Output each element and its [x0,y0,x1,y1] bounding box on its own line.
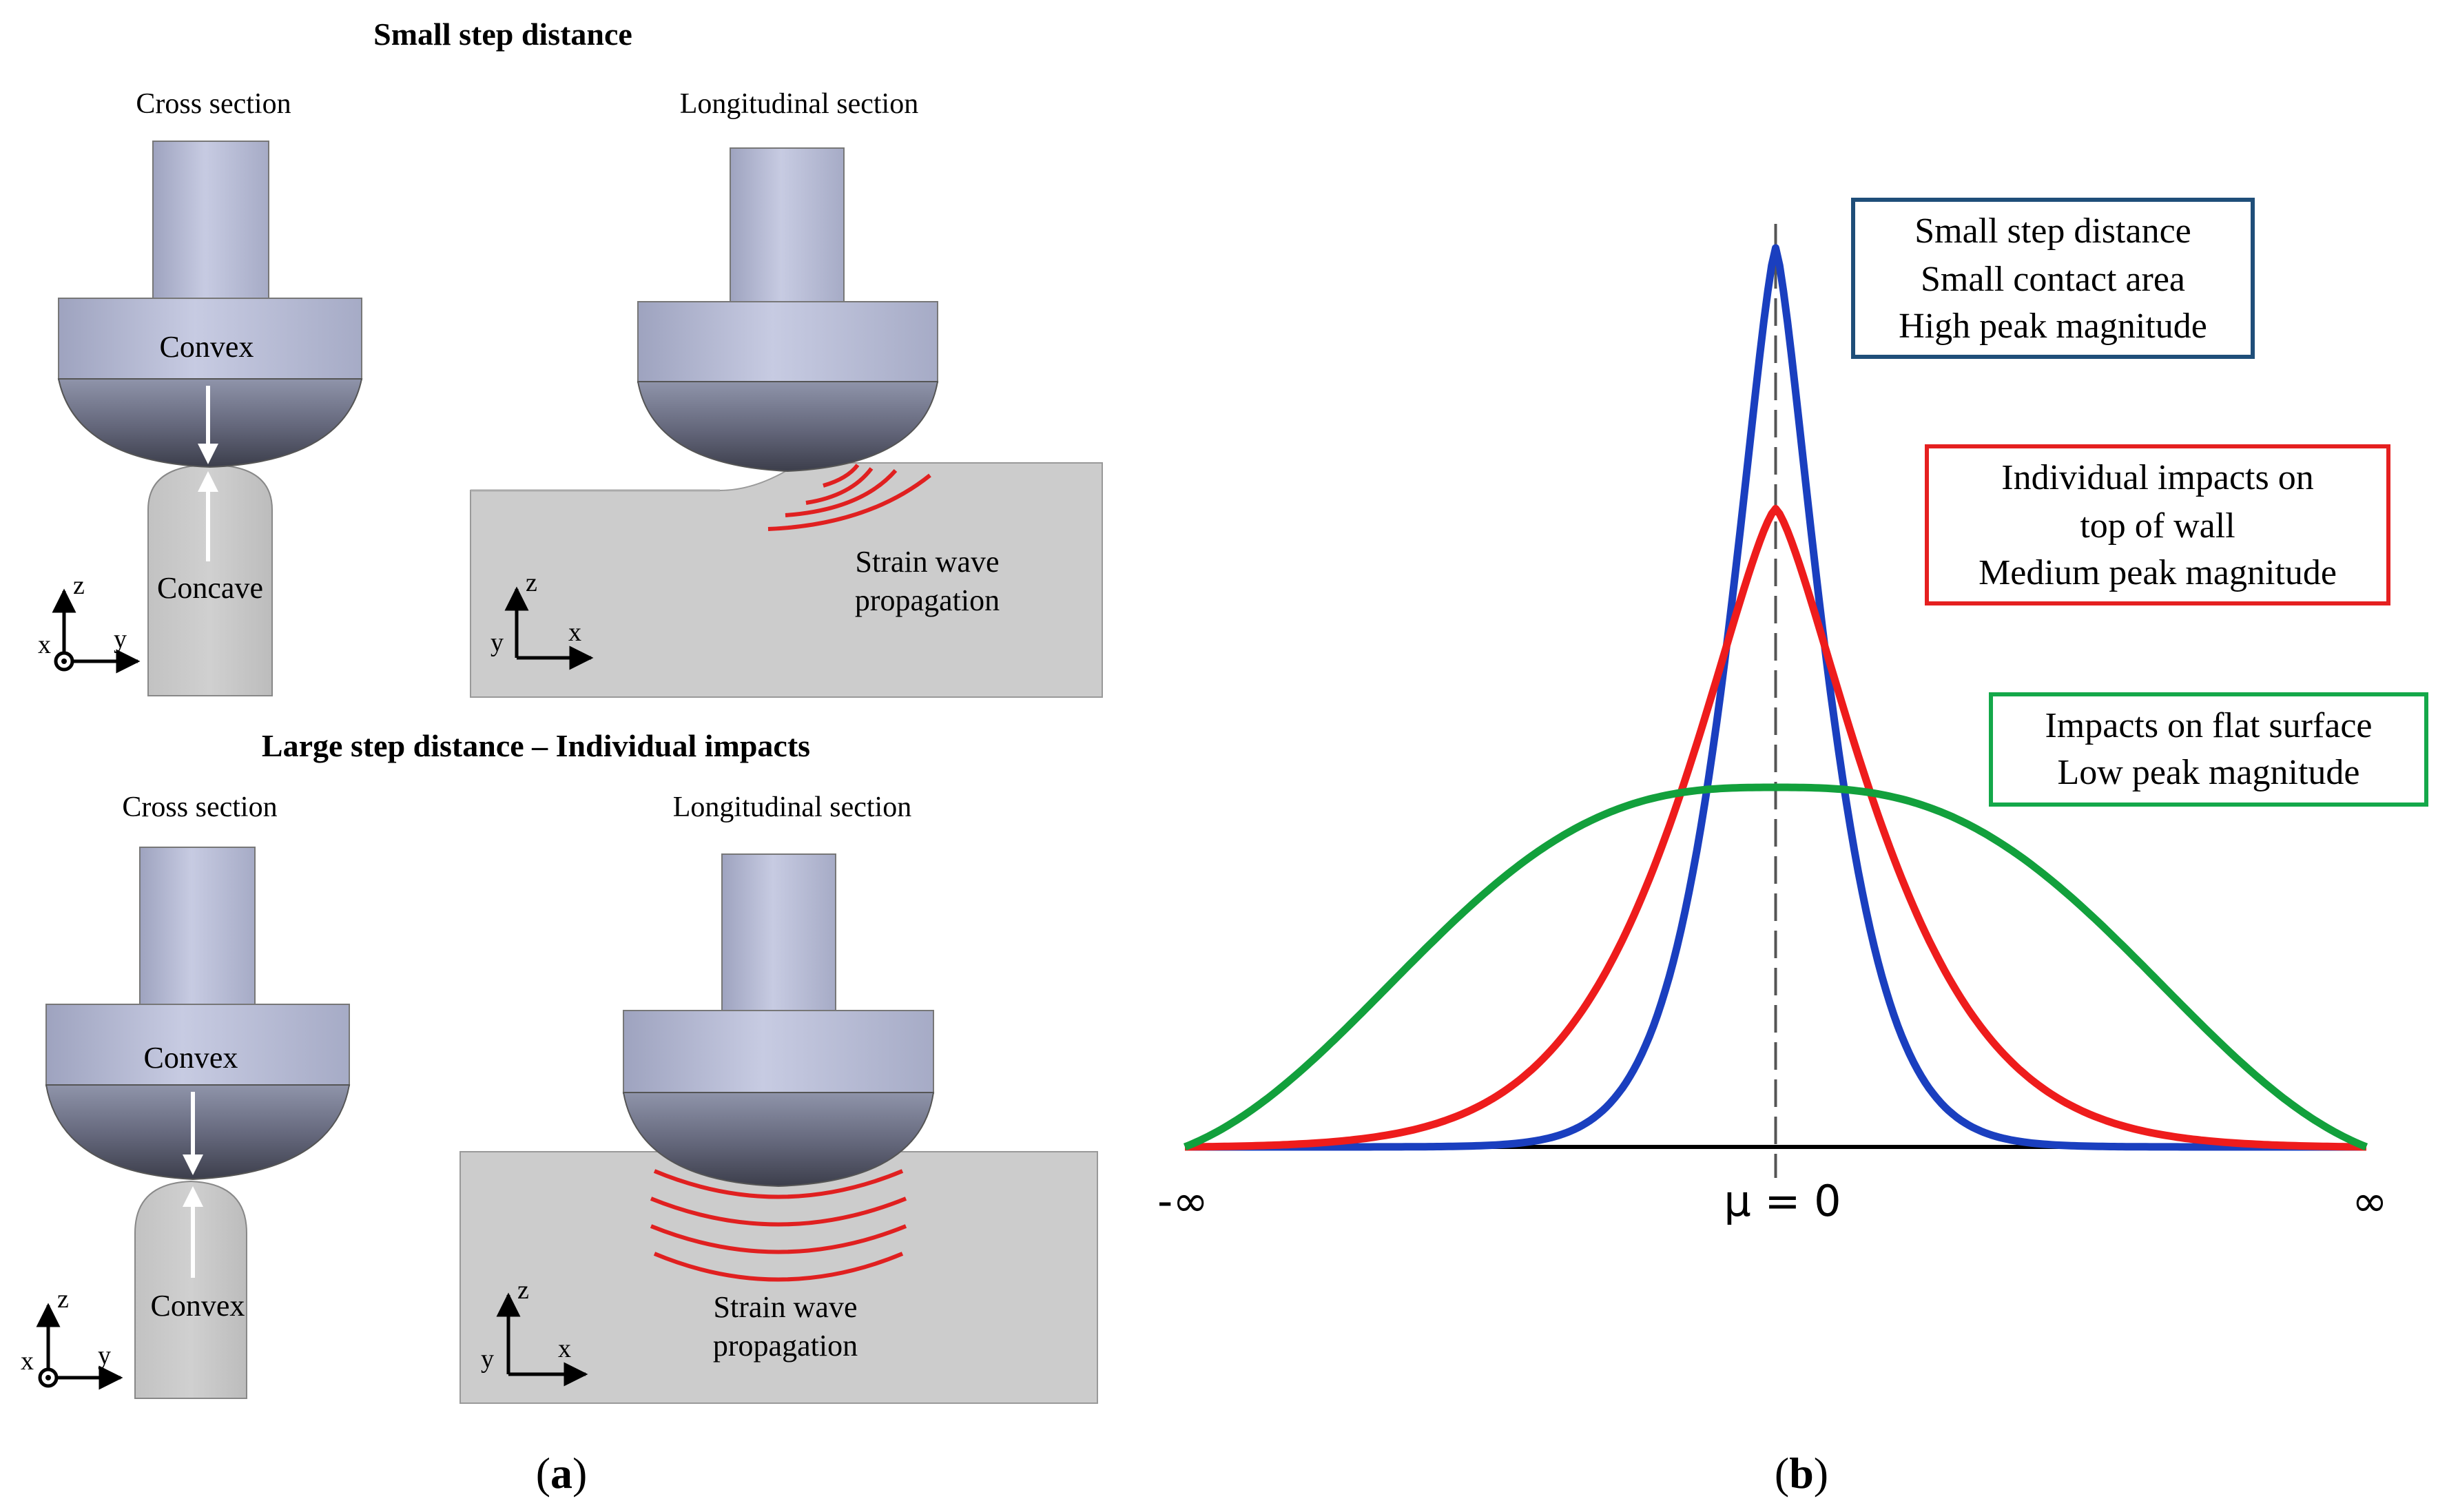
top-cross-section: Convex Concave z y x [38,141,363,696]
bottom-title: Large step distance – Individual impacts [262,728,810,763]
panel-a: Small step distance Cross section Longit… [21,17,1103,1498]
box-high-peak: Small step distance Small contact area H… [1851,198,2255,359]
tool-label: Convex [160,330,254,364]
tool-body [58,298,362,380]
top-title: Small step distance [373,17,632,52]
axes-triad: z x y [481,1276,588,1387]
axis-x-label: x [38,630,51,659]
panel-b: -∞ μ = 0 ∞ Small step distance Small conta… [1157,198,2428,1498]
top-longitudinal-section-title: Longitudinal section [680,88,918,120]
strain-waves [767,464,931,531]
axis-y-label: y [481,1345,494,1374]
box-text: High peak magnitude [1899,307,2207,346]
axis-z-label: z [517,1276,529,1305]
tick-label-mu: μ = 0 [1724,1176,1841,1226]
wall-convex [134,1180,247,1399]
wall-label: Convex [151,1289,245,1323]
bottom-cross-section: Convex Convex z y x [21,847,351,1399]
axis-y-label: y [114,625,127,654]
tick-label-neg-infinity: -∞ [1157,1176,1208,1226]
workpiece [470,458,1103,698]
tool-shank [139,847,256,1006]
box-low-peak: Impacts on flat surface Low peak magnitu… [1989,692,2428,807]
axis-x-label: x [568,618,581,647]
distribution-chart: -∞ μ = 0 ∞ [1157,224,2388,1226]
wave-label-line1: Strain wave [856,545,1000,579]
box-text: Small contact area [1921,260,2185,299]
box-text: Low peak magnitude [2058,753,2360,792]
workpiece [459,1151,1098,1404]
box-text: Impacts on flat surface [2045,706,2372,745]
top-longitudinal-section: Strain wave propagation z x y [470,147,1103,698]
tool-dome [45,1084,351,1181]
wall-label: Concave [157,571,263,605]
axes-triad: z y x [38,571,141,674]
axis-x-label: x [21,1347,34,1376]
wave-label-line1: Strain wave [714,1290,858,1324]
wave-label-line2: propagation [855,583,1000,617]
bottom-longitudinal-section-title: Longitudinal section [673,791,911,823]
bottom-cross-section-title: Cross section [122,791,277,823]
tool-body [45,1004,350,1086]
tool-dome [622,1092,935,1188]
box-text: top of wall [2080,506,2235,546]
tool-shank [721,853,836,1012]
series-curve-2 [1185,505,2366,1151]
wave-label-line2: propagation [713,1329,858,1363]
box-text: Individual impacts on [2001,458,2313,497]
tool-label: Convex [144,1041,238,1075]
box-text: Medium peak magnitude [1979,553,2337,592]
axis-z-label: z [73,571,85,600]
axis-x-label: x [558,1334,571,1363]
tool-dome [637,381,939,473]
tool-shank [730,147,845,304]
top-cross-section-title: Cross section [136,88,291,120]
box-medium-peak: Individual impacts on top of wall Medium… [1925,444,2390,605]
axes-triad: z x y [490,568,594,670]
series-curve-3 [1183,783,2368,1151]
panel-b-label: (b) [1775,1449,1828,1498]
tool-body [637,301,938,383]
axis-z-label: z [57,1285,69,1314]
strain-waves [650,1169,907,1282]
axis-y-label: y [98,1341,111,1370]
tool-body [623,1010,934,1094]
axis-y-label: y [490,628,504,657]
tool-shank [152,141,269,300]
box-text: Small step distance [1914,211,2191,251]
bottom-longitudinal-section: Strain wave propagation z x y [459,853,1098,1404]
series-curve-1 [1185,244,2366,1151]
axis-z-label: z [526,568,537,597]
axes-triad: z y x [21,1285,123,1390]
panel-a-label: (a) [536,1449,588,1498]
tick-label-pos-infinity: ∞ [2352,1176,2388,1226]
